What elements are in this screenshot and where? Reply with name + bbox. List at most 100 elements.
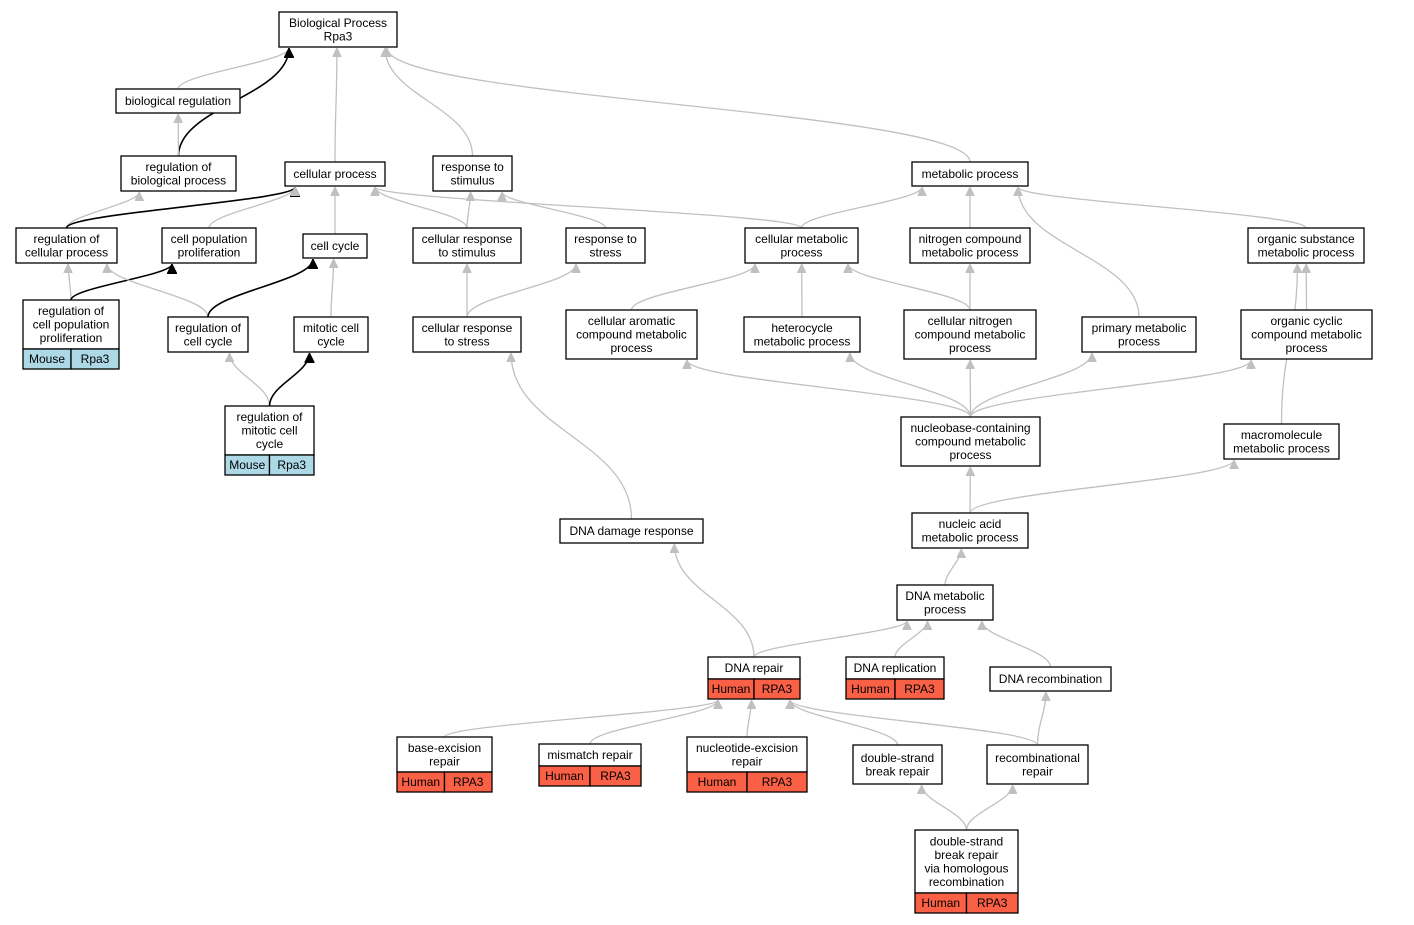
node-label-line: cycle: [317, 334, 345, 348]
edge-nucacid-to-macro: [969, 459, 1234, 514]
node-label-line: cellular response: [422, 321, 513, 335]
gene-tag: RPA3: [600, 769, 631, 783]
node-box: [412, 227, 522, 264]
edge-organic-to-metab: [1018, 186, 1307, 229]
node-label-line: response to: [574, 232, 637, 246]
node-box: [989, 666, 1112, 692]
edge-nucleobase-to-orgcyc: [969, 359, 1252, 418]
node-label-line: to stimulus: [438, 245, 495, 259]
node-label-line: Rpa3: [324, 29, 353, 43]
node-label-line: proliferation: [40, 331, 103, 345]
node-label-line: biological regulation: [125, 94, 231, 108]
node-label-line: cycle: [256, 437, 284, 451]
go-term-node-cellproc: cellular process: [284, 161, 386, 187]
species-tag-cell: [589, 765, 642, 787]
node-box: [224, 405, 315, 456]
edge-cellnitro-to-cellmetab: [848, 263, 971, 311]
species-tag: Mouse: [229, 458, 265, 472]
edge-regpop-to-regcell: [68, 264, 71, 301]
node-label-line: organic cyclic: [1270, 314, 1342, 328]
edge-cellproc-to-bp: [335, 48, 337, 163]
gene-tag: RPA3: [904, 682, 935, 696]
edge-dnametab-to-nucacid: [944, 548, 961, 586]
species-tag-cell: [268, 454, 315, 476]
go-term-node-dnarecomb: DNA recombination: [989, 666, 1112, 692]
edge-cellpop-to-cellproc: [208, 186, 295, 229]
edge-cellmetab-to-cellproc: [375, 186, 803, 229]
node-label-line: break repair: [865, 764, 929, 778]
node-label-line: cellular nitrogen: [928, 314, 1013, 328]
node-label-line: regulation of: [38, 304, 105, 318]
edge-nucleobase-to-hetero: [850, 352, 972, 418]
node-label-line: DNA recombination: [999, 672, 1102, 686]
node-label-line: cell population: [33, 318, 110, 332]
edge-arom-to-cellmetab: [630, 263, 756, 311]
node-box: [15, 227, 118, 264]
species-tag: Human: [712, 682, 751, 696]
node-label-line: mismatch repair: [547, 748, 632, 762]
edge-bioreg-to-bp: [177, 47, 289, 90]
edge-regcell-to-cellproc: [65, 186, 296, 229]
edge-ner-to-dnarepair: [746, 700, 752, 738]
node-label-line: proliferation: [178, 245, 241, 259]
node-box: [293, 316, 369, 353]
node-box: [986, 744, 1089, 785]
node-label-line: DNA replication: [854, 661, 937, 675]
node-box: [120, 155, 237, 192]
node-box: [900, 416, 1041, 467]
node-label-line: via homologous: [924, 861, 1008, 875]
node-box: [432, 155, 513, 192]
go-term-node-bioreg: biological regulation: [115, 88, 241, 114]
edge-dsbhr-to-dsb: [922, 784, 968, 831]
node-box: [302, 233, 368, 259]
edge-cellresp-to-cellproc: [375, 186, 468, 229]
node-label-line: DNA damage response: [569, 524, 693, 538]
species-tag-cell: [443, 771, 493, 793]
edge-regcc-to-cellcycle: [207, 258, 313, 318]
node-label-line: stress: [589, 245, 621, 259]
node-label-line: metabolic process: [922, 530, 1019, 544]
node-label-line: repair: [1022, 764, 1053, 778]
edge-cellresp-to-resp: [467, 192, 471, 229]
node-box: [914, 829, 1019, 894]
node-label-line: base-excision: [408, 741, 481, 755]
node-box: [396, 736, 493, 773]
edge-recombrep-to-dnarecomb: [1036, 692, 1046, 746]
node-label-line: mitotic cell: [303, 321, 359, 335]
edge-recombrep-to-dnarepair: [790, 699, 1039, 746]
node-label-line: process: [610, 341, 652, 355]
node-label-line: cellular process: [293, 167, 376, 181]
node-label-line: organic substance: [1257, 232, 1355, 246]
node-box: [852, 744, 943, 785]
node-label-line: primary metabolic: [1092, 321, 1187, 335]
node-box: [909, 227, 1031, 264]
node-label-line: nucleic acid: [939, 517, 1002, 531]
node-label-line: stimulus: [450, 173, 494, 187]
gene-tag: RPA3: [977, 896, 1008, 910]
edge-cellmetab-to-metab: [800, 186, 923, 229]
node-box: [565, 227, 646, 264]
edge-nucleobase-to-arom: [687, 359, 972, 418]
node-label-line: metabolic process: [922, 167, 1019, 181]
node-box: [167, 316, 249, 353]
edge-regpop-to-cellpop: [70, 263, 172, 301]
edge-regmit-to-regcc: [230, 352, 271, 407]
species-tag-cell: [894, 678, 945, 700]
node-label-line: compound metabolic: [915, 435, 1026, 449]
edge-nucleobase-to-primary: [969, 352, 1093, 418]
